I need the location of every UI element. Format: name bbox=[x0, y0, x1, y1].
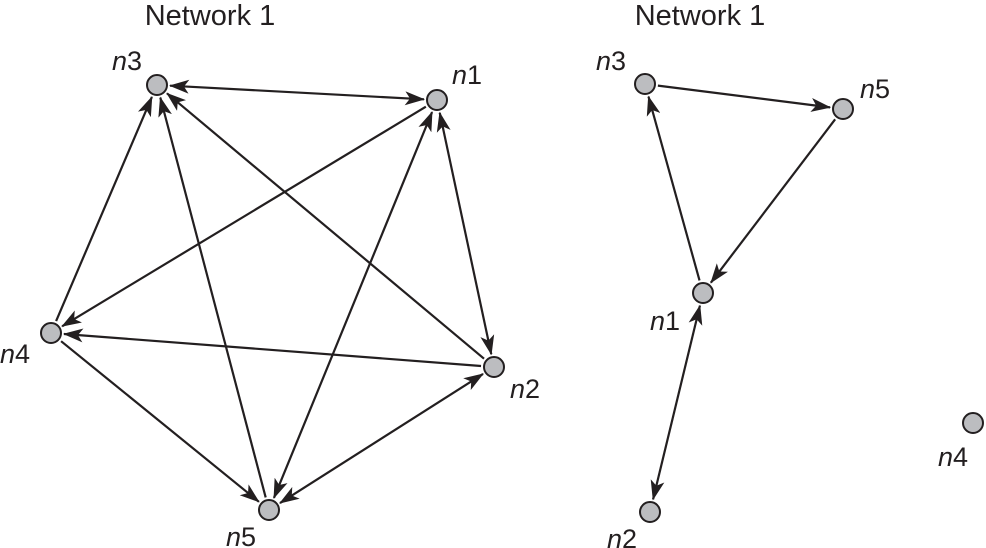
network-1-edge-n1-n5 bbox=[272, 111, 434, 499]
network-1-edge-n3-n1 bbox=[168, 79, 426, 106]
network-2-node-n1 bbox=[692, 282, 714, 304]
network-2-node-n3 bbox=[634, 73, 656, 95]
network-1-node-n1 bbox=[426, 89, 448, 111]
network-1-title: Network 1 bbox=[145, 0, 276, 32]
network-1-edge-n4-n5 bbox=[60, 340, 260, 503]
network-2-title: Network 1 bbox=[635, 0, 766, 32]
network-1-edge-n5-n3 bbox=[158, 96, 267, 498]
network-2-edge-n1-n3 bbox=[646, 95, 701, 281]
network-1-node-n4 bbox=[40, 322, 62, 344]
network-1-edge-n4-n3 bbox=[55, 96, 153, 322]
network-1-edge-n2-n3 bbox=[166, 92, 485, 360]
network-2-edge-n5-n1 bbox=[709, 118, 837, 284]
network-2-label-n5: n5 bbox=[860, 74, 890, 104]
network-2-label-n1: n1 bbox=[650, 306, 680, 336]
network-2-node-n4 bbox=[962, 412, 984, 434]
network-2-label-n4: n4 bbox=[938, 442, 968, 472]
network-1-label-n3: n3 bbox=[112, 46, 142, 76]
network-1-edge-n5-n2 bbox=[279, 373, 484, 504]
network-2-node-n2 bbox=[639, 501, 661, 523]
network-2-label-n2: n2 bbox=[607, 524, 637, 548]
network-2-edge-n3-n5 bbox=[657, 84, 832, 112]
network-1-node-n5 bbox=[258, 499, 280, 521]
network-2-label-n3: n3 bbox=[596, 46, 626, 76]
network-1-label-n5: n5 bbox=[226, 522, 256, 548]
network-2-edge-n1-n2 bbox=[650, 304, 703, 501]
network-1-node-n3 bbox=[146, 74, 168, 96]
network-1-label-n1: n1 bbox=[452, 60, 482, 90]
network-1-label-n4: n4 bbox=[0, 339, 30, 369]
network-1-edge-n1-n2 bbox=[436, 111, 495, 356]
network-1-edge-n1-n4 bbox=[61, 105, 427, 328]
network-1-node-n2 bbox=[483, 356, 505, 378]
network-1-label-n2: n2 bbox=[510, 374, 540, 404]
network-2-node-n5 bbox=[832, 98, 854, 120]
network-1-edge-n2-n4 bbox=[62, 328, 482, 368]
